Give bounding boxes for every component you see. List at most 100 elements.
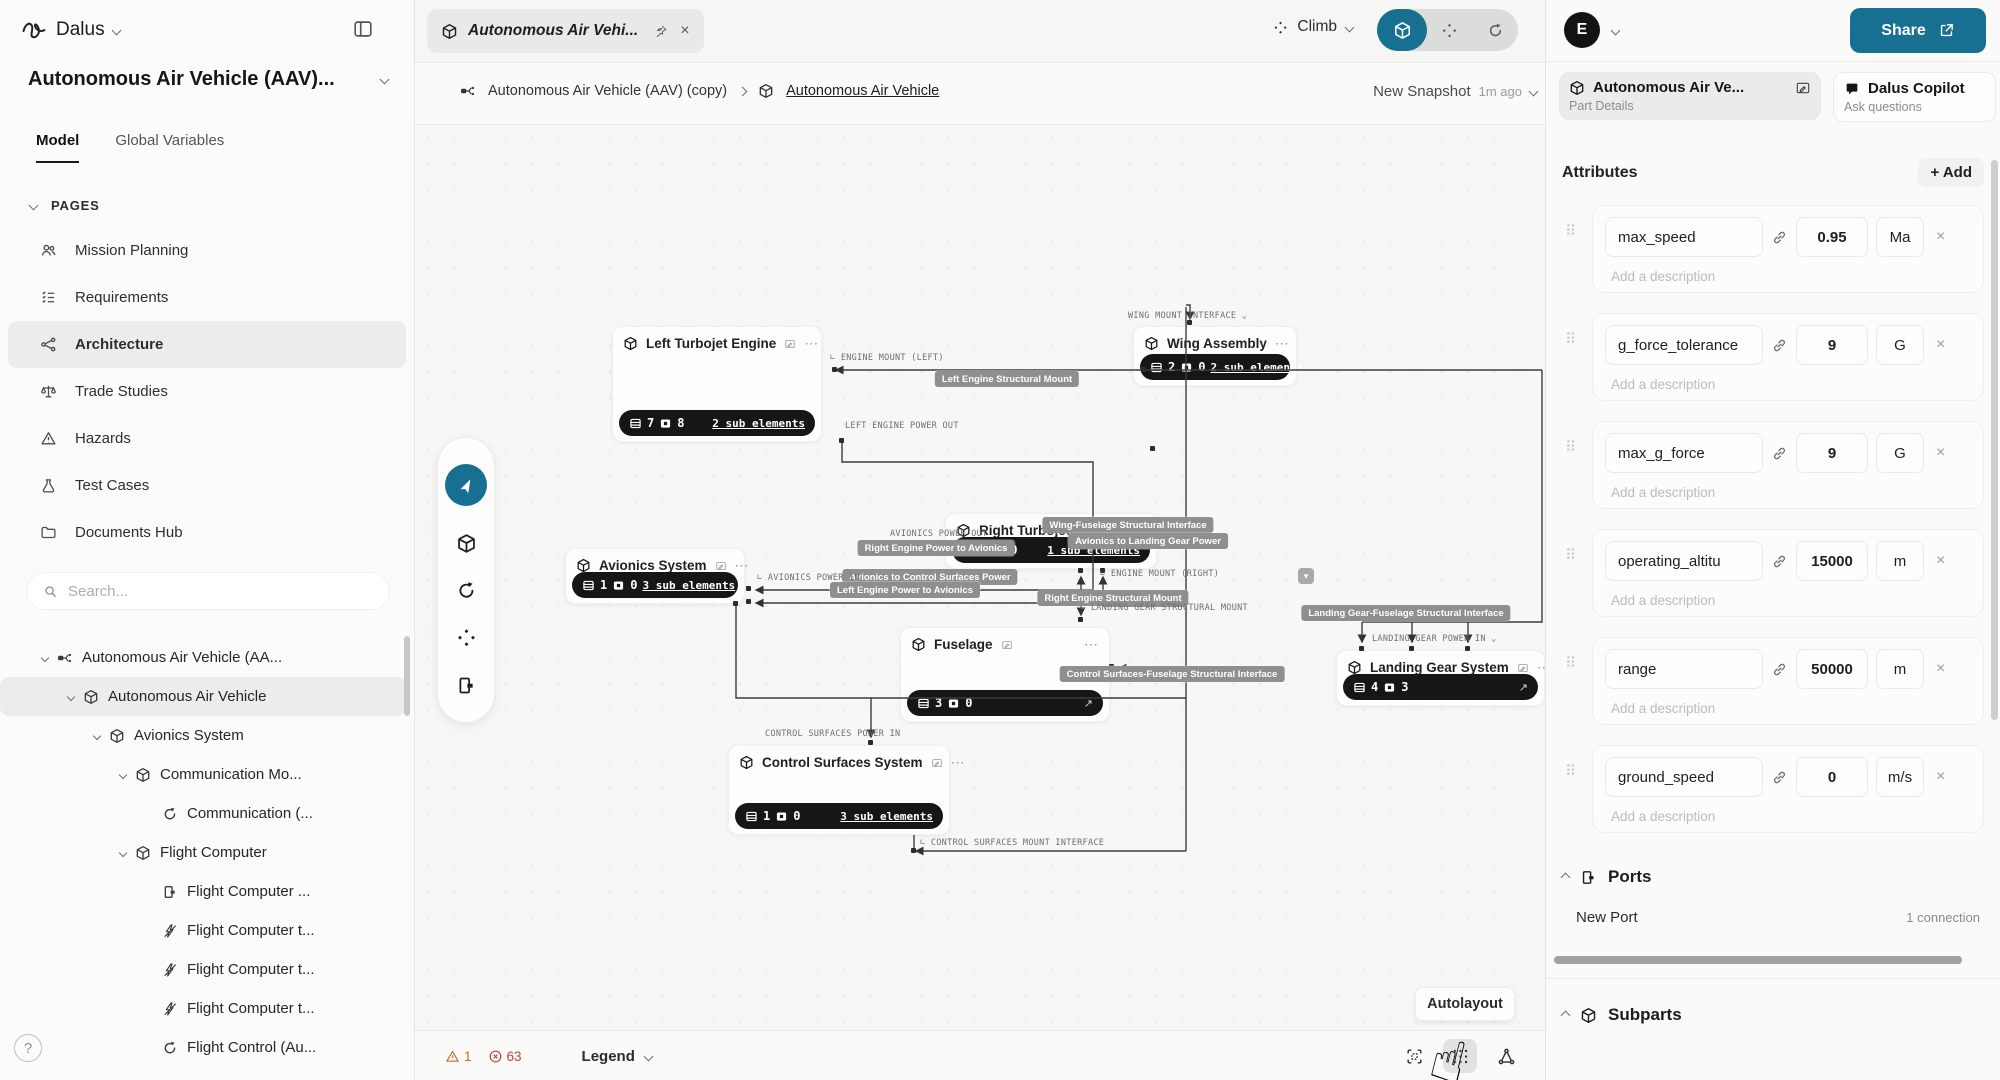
drag-handle-icon[interactable]: ⠿ — [1565, 330, 1576, 348]
add-attribute-button[interactable]: + Add — [1918, 158, 1984, 187]
autolayout-button[interactable]: Autolayout — [1415, 987, 1515, 1021]
attribute-unit-input[interactable]: G — [1876, 433, 1924, 473]
remove-attribute-button[interactable]: × — [1936, 660, 1946, 677]
pin-icon[interactable] — [654, 24, 668, 38]
drag-handle-icon[interactable]: ⠿ — [1565, 762, 1576, 780]
tree-item-flight-control[interactable]: Flight Control (Au... — [0, 1028, 414, 1067]
block-menu-button[interactable]: ⋯ — [734, 557, 750, 573]
tree-item-autonomous-air-vehicle[interactable]: Autonomous Air Vehicle — [0, 677, 406, 716]
expand-icon[interactable]: ↗ — [1083, 697, 1093, 710]
edge-label-pill[interactable]: Wing-Fuselage Structural Interface — [1042, 517, 1214, 533]
block-menu-button[interactable]: ⋯ — [804, 335, 820, 351]
open-diagram-icon[interactable] — [1517, 662, 1529, 674]
graph-view-button[interactable] — [1489, 1039, 1523, 1073]
tree-item-flight-computer-action-1[interactable]: Flight Computer t... — [0, 911, 414, 950]
remove-attribute-button[interactable]: × — [1936, 444, 1946, 461]
sidebar-item-requirements[interactable]: Requirements — [8, 274, 406, 321]
block-menu-button[interactable]: ⋯ — [1084, 636, 1099, 652]
attribute-unit-input[interactable]: m/s — [1876, 757, 1924, 797]
open-diagram-icon[interactable] — [931, 757, 943, 769]
sub-elements-link[interactable]: 3 sub elements — [642, 578, 736, 592]
close-tab-icon[interactable]: × — [680, 22, 690, 39]
tree-item-flight-computer-port[interactable]: Flight Computer ... — [0, 872, 414, 911]
legend-toggle[interactable]: Legend — [582, 1048, 654, 1065]
sidebar-item-test-cases[interactable]: Test Cases — [8, 462, 406, 509]
attribute-unit-input[interactable]: G — [1876, 325, 1924, 365]
attribute-name-input[interactable]: max_g_force — [1605, 433, 1763, 473]
grid-options-button[interactable] — [1443, 1039, 1477, 1073]
attribute-value-input[interactable]: 9 — [1796, 325, 1868, 365]
edge-label-pill[interactable]: Landing Gear-Fuselage Structural Interfa… — [1301, 605, 1511, 621]
sidebar-item-documents-hub[interactable]: Documents Hub — [8, 509, 406, 556]
tree-item-communication-state[interactable]: Communication (... — [0, 794, 414, 833]
open-tab-autonomous-air-vehicle[interactable]: Autonomous Air Vehi... × — [427, 9, 704, 53]
chevron-down-icon[interactable] — [118, 848, 128, 857]
attribute-name-input[interactable]: max_speed — [1605, 217, 1763, 257]
edge-label-pill[interactable]: Left Engine Structural Mount — [934, 371, 1080, 387]
errors-badge[interactable]: 63 — [488, 1049, 522, 1064]
port-row[interactable]: New Port 1 connection — [1576, 909, 1980, 926]
link-icon[interactable] — [1771, 661, 1788, 678]
search-input[interactable] — [68, 582, 348, 600]
state-tool-button[interactable] — [456, 580, 477, 601]
drag-handle-icon[interactable]: ⠿ — [1565, 438, 1576, 456]
drag-handle-icon[interactable]: ⠿ — [1565, 222, 1576, 240]
attribute-description-placeholder[interactable]: Add a description — [1611, 377, 1716, 392]
port-tool-button[interactable] — [456, 675, 477, 696]
remove-attribute-button[interactable]: × — [1936, 552, 1946, 569]
attribute-value-input[interactable]: 0 — [1796, 757, 1868, 797]
attribute-name-input[interactable]: operating_altitu — [1605, 541, 1763, 581]
attribute-name-input[interactable]: range — [1605, 649, 1763, 689]
sidebar-item-trade-studies[interactable]: Trade Studies — [8, 368, 406, 415]
horizontal-scrollbar[interactable] — [1554, 956, 1962, 964]
move-tool-button[interactable] — [456, 627, 477, 648]
vertical-scrollbar[interactable] — [1991, 160, 1998, 720]
view-mode-states-button[interactable] — [1473, 22, 1519, 39]
remove-attribute-button[interactable]: × — [1936, 228, 1946, 245]
fit-view-button[interactable] — [1397, 1039, 1431, 1073]
attribute-unit-input[interactable]: Ma — [1876, 217, 1924, 257]
edge-label-pill[interactable]: Control Surfaces-Fuselage Structural Int… — [1059, 666, 1285, 682]
view-mode-structure-button[interactable] — [1377, 9, 1427, 51]
block-menu-button[interactable]: ⋯ — [1536, 659, 1545, 675]
add-part-tool-button[interactable] — [456, 533, 477, 554]
sidebar-scrollbar[interactable] — [404, 636, 410, 716]
attribute-description-placeholder[interactable]: Add a description — [1611, 701, 1716, 716]
sub-elements-link[interactable]: 2 sub elements — [1210, 360, 1304, 374]
link-icon[interactable] — [1771, 445, 1788, 462]
collapse-sidebar-button[interactable] — [352, 18, 374, 45]
remove-attribute-button[interactable]: × — [1936, 768, 1946, 785]
attribute-value-input[interactable]: 0.95 — [1796, 217, 1868, 257]
collapsed-edge-badge[interactable]: ▾ — [1298, 568, 1314, 584]
edge-label-pill[interactable]: Right Engine Structural Mount — [1037, 590, 1189, 606]
account-menu[interactable]: E — [1564, 12, 1621, 48]
sidebar-item-mission-planning[interactable]: Mission Planning — [8, 227, 406, 274]
project-selector[interactable]: Autonomous Air Vehicle (AAV)... — [28, 68, 390, 91]
sub-elements-link[interactable]: 2 sub elements — [712, 416, 805, 430]
select-tool-button[interactable] — [445, 464, 487, 507]
attribute-unit-input[interactable]: m — [1876, 541, 1924, 581]
attribute-description-placeholder[interactable]: Add a description — [1611, 593, 1716, 608]
edge-label-pill[interactable]: Left Engine Power to Avionics — [829, 582, 981, 598]
attribute-value-input[interactable]: 9 — [1796, 433, 1868, 473]
help-button[interactable]: ? — [14, 1034, 42, 1062]
tab-model[interactable]: Model — [36, 132, 80, 163]
expand-icon[interactable]: ↗ — [1518, 681, 1528, 694]
attribute-description-placeholder[interactable]: Add a description — [1611, 485, 1716, 500]
warnings-badge[interactable]: 1 — [445, 1049, 472, 1064]
open-diagram-icon[interactable] — [1001, 639, 1013, 651]
attribute-unit-input[interactable]: m — [1876, 649, 1924, 689]
attribute-description-placeholder[interactable]: Add a description — [1611, 809, 1716, 824]
chevron-down-icon[interactable] — [66, 692, 76, 701]
tab-part-details[interactable]: Autonomous Air Ve... Part Details — [1559, 72, 1821, 120]
open-diagram-icon[interactable] — [784, 338, 796, 350]
attribute-description-placeholder[interactable]: Add a description — [1611, 269, 1716, 284]
